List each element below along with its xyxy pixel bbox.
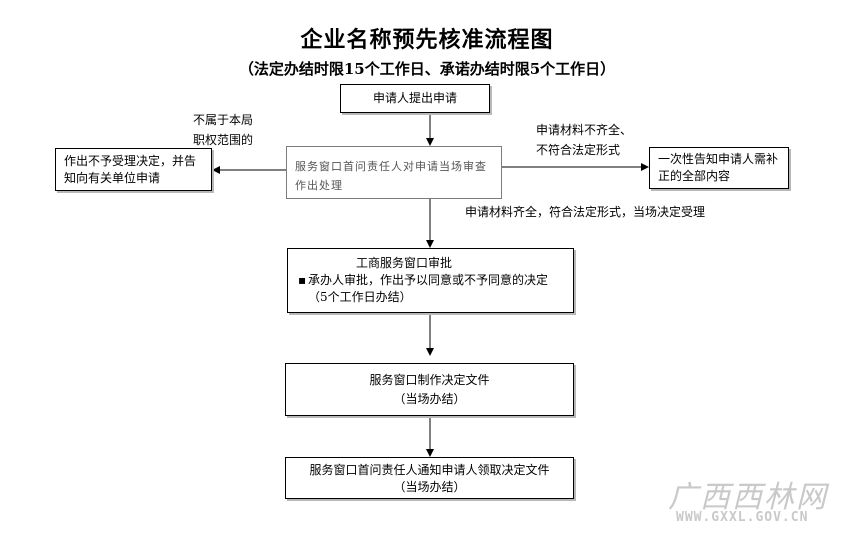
edge-label-complete: 申请材料齐全，符合法定形式，当场决定受理 — [465, 205, 706, 219]
node-notify-text: 一次性告知申请人需补正的全部内容 — [658, 152, 779, 183]
node-receive: 服务窗口首问责任人通知申请人领取决定文件 （当场办结） — [285, 457, 574, 499]
edge-label-incomplete-line2: 不符合法定形式 — [536, 143, 621, 157]
node-receive-text: 服务窗口首问责任人通知申请人领取决定文件 （当场办结） — [309, 463, 550, 494]
node-make-doc-line2: （当场办结） — [393, 392, 466, 406]
node-apply: 申请人提出申请 — [340, 84, 490, 113]
edge-label-incomplete-line1: 申请材料不齐全、 — [536, 123, 633, 137]
bullet-icon: ▪ — [298, 273, 307, 287]
node-notify: 一次性告知申请人需补正的全部内容 — [649, 147, 789, 189]
edge-label-not-in-scope-line1: 不属于本局 — [193, 113, 254, 127]
page-subtitle: （法定办结时限15个工作日、承诺办结时限5个工作日） — [238, 60, 616, 78]
watermark-logo: 广西西林网 — [668, 480, 828, 515]
node-window-handle-text: 服务窗口首问责任人对申请当场审查作出处理 — [295, 160, 487, 192]
node-approve-item: 承办人审批，作出予以同意或不予同意的决定（5个工作日办结） — [308, 273, 549, 304]
node-make-doc-line1: 服务窗口制作决定文件 — [369, 373, 490, 387]
page-title: 企业名称预先核准流程图 — [300, 28, 554, 53]
node-reject: 作出不予受理决定，并告知向有关单位申请 — [55, 148, 212, 191]
node-approve: 工商服务窗口审批 ▪ 承办人审批，作出予以同意或不予同意的决定（5个工作日办结） — [287, 248, 574, 313]
node-apply-text: 申请人提出申请 — [372, 91, 457, 105]
edge-label-not-in-scope-line2: 职权范围的 — [193, 133, 254, 147]
node-approve-title: 工商服务窗口审批 — [356, 256, 453, 270]
edge-label-incomplete: 申请材料不齐全、 不符合法定形式 — [536, 120, 632, 160]
node-window-handle: 服务窗口首问责任人对申请当场审查作出处理 — [286, 146, 502, 199]
node-make-doc: 服务窗口制作决定文件 （当场办结） — [285, 363, 574, 416]
edge-label-not-in-scope: 不属于本局 职权范围的 — [193, 110, 253, 150]
node-reject-text: 作出不予受理决定，并告知向有关单位申请 — [64, 154, 197, 185]
watermark-url: WWW.GXXL.GOV.CN — [676, 510, 809, 525]
